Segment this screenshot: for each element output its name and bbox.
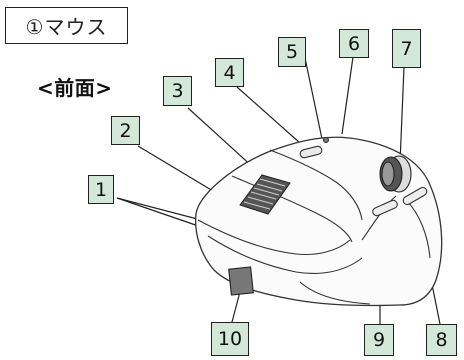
right-button-seam [269, 149, 363, 221]
callout-5: 5 [278, 37, 306, 67]
callout-10: 10 [211, 322, 249, 356]
side-button-forward [402, 186, 428, 206]
side-button-back [372, 199, 398, 217]
diagram-title: ①マウス [5, 7, 128, 44]
front-lower-edge [207, 235, 363, 275]
callout-6: 6 [339, 29, 369, 58]
callout-3: 3 [163, 76, 192, 106]
callout-9: 9 [364, 324, 394, 356]
callout-1: 1 [88, 175, 114, 204]
leader-6 [341, 56, 354, 135]
side-buttons [372, 186, 428, 217]
front-edge [197, 219, 351, 256]
leader-5 [304, 57, 323, 140]
dpi-button [299, 145, 323, 159]
callout-4: 4 [215, 58, 244, 87]
thumb-wheel [379, 155, 412, 193]
leader-1a [116, 197, 206, 222]
top-buttons [299, 136, 330, 159]
leader-4 [236, 86, 310, 152]
side-contour [361, 195, 397, 241]
leader-7 [399, 66, 405, 164]
view-label: <前面> [37, 76, 113, 100]
callout-8: 8 [426, 324, 457, 356]
callout-2: 2 [111, 116, 140, 145]
base-line [299, 281, 371, 305]
scroll-wheel [239, 174, 291, 215]
receiver-slot [228, 266, 254, 296]
callout-7: 7 [392, 29, 421, 68]
indicator-led [322, 136, 330, 144]
